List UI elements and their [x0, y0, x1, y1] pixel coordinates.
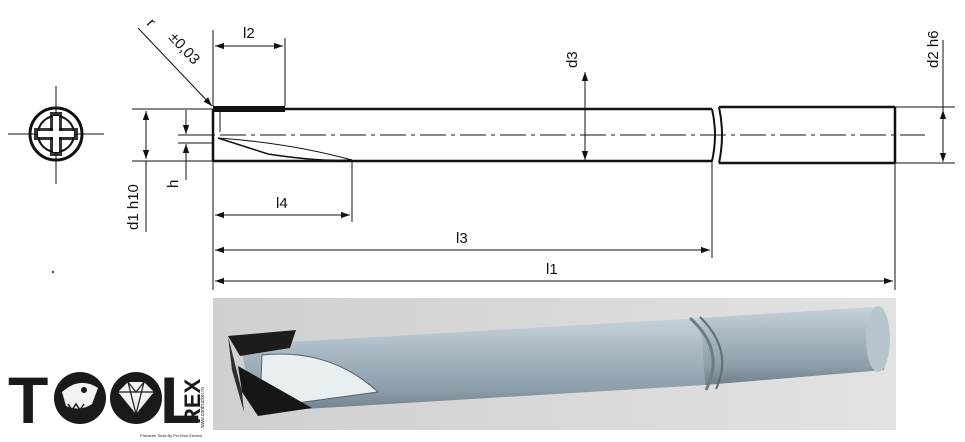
label-l2: l2	[243, 25, 255, 42]
toolrex-logo: T L REX www.contrucker.ro Premium Tools …	[8, 363, 206, 438]
label-l3: l3	[456, 230, 468, 247]
logo-rex: REX	[180, 378, 205, 424]
end-view	[8, 86, 104, 184]
logo-letter-t: T	[8, 363, 48, 437]
dinosaur-icon	[54, 372, 106, 424]
label-l4: l4	[276, 195, 288, 212]
label-d3: d3	[564, 51, 581, 68]
logo-letter-l: L	[160, 363, 200, 437]
label-d1: d1 h10	[125, 184, 142, 230]
tool-render	[213, 298, 896, 430]
label-r: r	[143, 15, 159, 30]
label-d2: d2 h6	[925, 30, 942, 68]
logo-tagline: Premium Tools By ProTech Service	[140, 433, 203, 438]
label-l1: l1	[546, 261, 558, 278]
dimensions	[132, 27, 955, 290]
tool-side-view	[180, 105, 925, 165]
label-h: h	[165, 180, 182, 188]
diamond-icon	[110, 372, 162, 424]
logo-website: www.contrucker.ro	[200, 387, 206, 428]
